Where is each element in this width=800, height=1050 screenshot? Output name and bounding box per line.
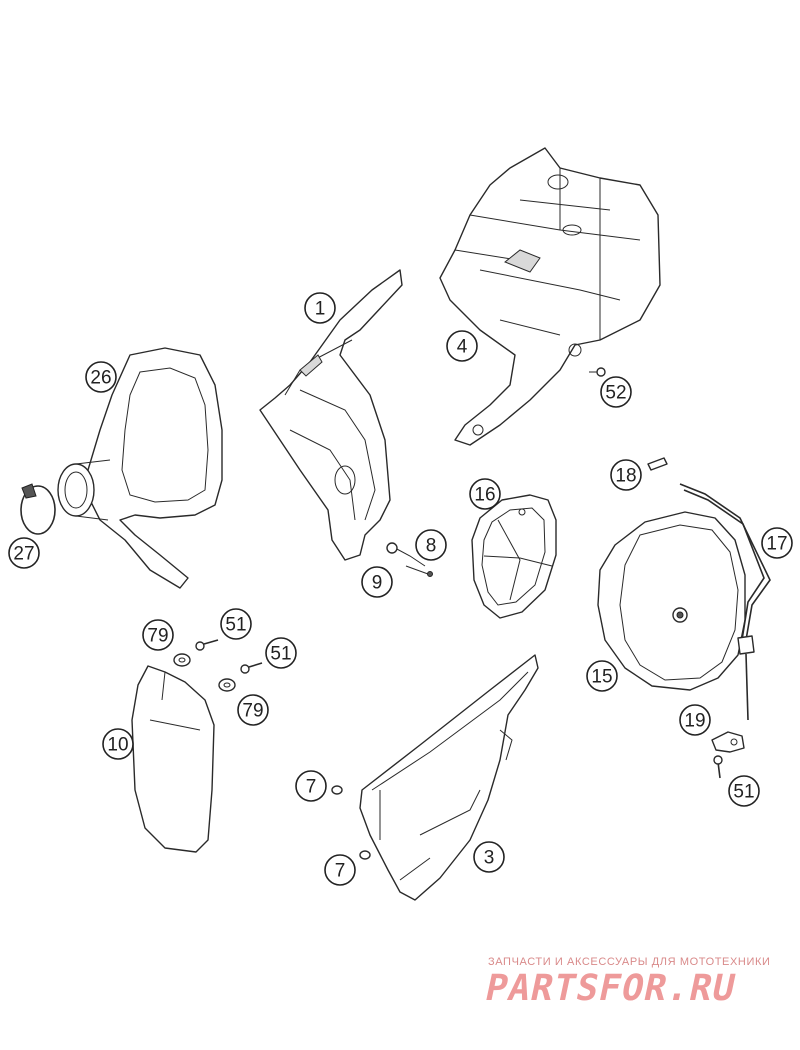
- part-support-rod: [679, 483, 771, 721]
- callout-label: 18: [615, 466, 636, 487]
- part-frame-bracket: [259, 269, 403, 561]
- callout-label: 8: [426, 536, 437, 557]
- part-air-filter-boot: [57, 347, 223, 589]
- callout-79: 79: [142, 619, 174, 651]
- callout-19: 19: [679, 704, 711, 736]
- callout-label: 9: [372, 573, 383, 594]
- part-filter-cage: [471, 494, 557, 619]
- part-pin: [647, 457, 668, 471]
- callout-79: 79: [237, 694, 269, 726]
- callout-label: 51: [225, 615, 246, 636]
- callout-15: 15: [586, 660, 618, 692]
- callout-label: 51: [733, 782, 754, 803]
- watermark-logo: PARTSFOR.RU: [481, 968, 740, 1009]
- part-screw-52: [589, 367, 606, 377]
- callout-label: 19: [684, 711, 705, 732]
- part-fasteners-8-9: [386, 542, 433, 577]
- callout-7: 7: [295, 770, 327, 802]
- callout-label: 1: [315, 299, 326, 320]
- part-airbox-housing: [439, 147, 661, 446]
- callout-51: 51: [265, 637, 297, 669]
- callout-51: 51: [728, 775, 760, 807]
- callout-label: 3: [484, 848, 495, 869]
- callout-label: 79: [242, 701, 263, 722]
- callout-8: 8: [415, 529, 447, 561]
- callout-label: 17: [766, 534, 787, 555]
- callout-17: 17: [761, 527, 793, 559]
- callout-label: 7: [306, 777, 317, 798]
- callout-16: 16: [469, 478, 501, 510]
- callout-18: 18: [610, 459, 642, 491]
- callout-10: 10: [102, 728, 134, 760]
- callout-label: 79: [147, 626, 168, 647]
- part-side-cover-10: [131, 665, 215, 853]
- callout-3: 3: [473, 841, 505, 873]
- part-air-filter: [597, 511, 746, 691]
- callout-4: 4: [446, 330, 478, 362]
- callout-1: 1: [304, 292, 336, 324]
- callout-label: 26: [90, 368, 111, 389]
- callout-9: 9: [361, 566, 393, 598]
- callout-26: 26: [85, 361, 117, 393]
- callout-7: 7: [324, 854, 356, 886]
- callout-label: 51: [270, 644, 291, 665]
- callout-label: 15: [591, 667, 612, 688]
- part-side-panel-3: [331, 654, 539, 901]
- callout-label: 52: [605, 383, 626, 404]
- watermark-subtitle: ЗАПЧАСТИ И АКСЕССУАРЫ ДЛЯ МОТОТЕХНИКИ: [488, 956, 771, 968]
- callout-51: 51: [220, 608, 252, 640]
- callout-label: 4: [457, 337, 468, 358]
- part-clip-bracket: [711, 731, 745, 753]
- callout-label: 7: [335, 861, 346, 882]
- callout-27: 27: [8, 537, 40, 569]
- callout-label: 16: [474, 485, 495, 506]
- callout-52: 52: [600, 376, 632, 408]
- callout-label: 27: [13, 544, 34, 565]
- part-hose-clamp: [20, 483, 56, 535]
- callout-label: 10: [107, 735, 128, 756]
- part-screws-washers: [173, 639, 723, 779]
